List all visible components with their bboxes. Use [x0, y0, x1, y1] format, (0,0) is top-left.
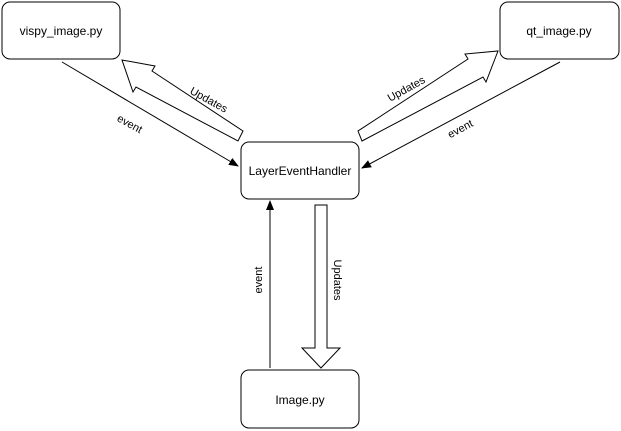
node-qt-image[interactable]: qt_image.py — [499, 1, 620, 60]
node-layer-event-handler[interactable]: LayerEventHandler — [240, 141, 360, 200]
node-qt-image-label: qt_image.py — [526, 24, 591, 38]
updates-block-arrow-image — [300, 204, 342, 369]
edge-image-event-label: event — [253, 267, 265, 294]
updates-block-arrow-vispy — [121, 59, 244, 142]
edge-image-updates-label: Updates — [331, 260, 343, 301]
node-vispy-image-label: vispy_image.py — [20, 24, 103, 38]
edge-image-event: event — [253, 200, 274, 368]
edge-image-updates: Updates — [300, 204, 343, 369]
node-image[interactable]: Image.py — [240, 369, 360, 429]
edge-vispy-event-label: event — [115, 113, 144, 137]
node-layer-event-handler-label: LayerEventHandler — [249, 164, 352, 178]
node-image-label: Image.py — [275, 393, 324, 407]
edge-qt-updates: Updates — [357, 50, 499, 142]
updates-block-arrow-qt — [357, 50, 499, 142]
node-vispy-image[interactable]: vispy_image.py — [1, 1, 121, 60]
